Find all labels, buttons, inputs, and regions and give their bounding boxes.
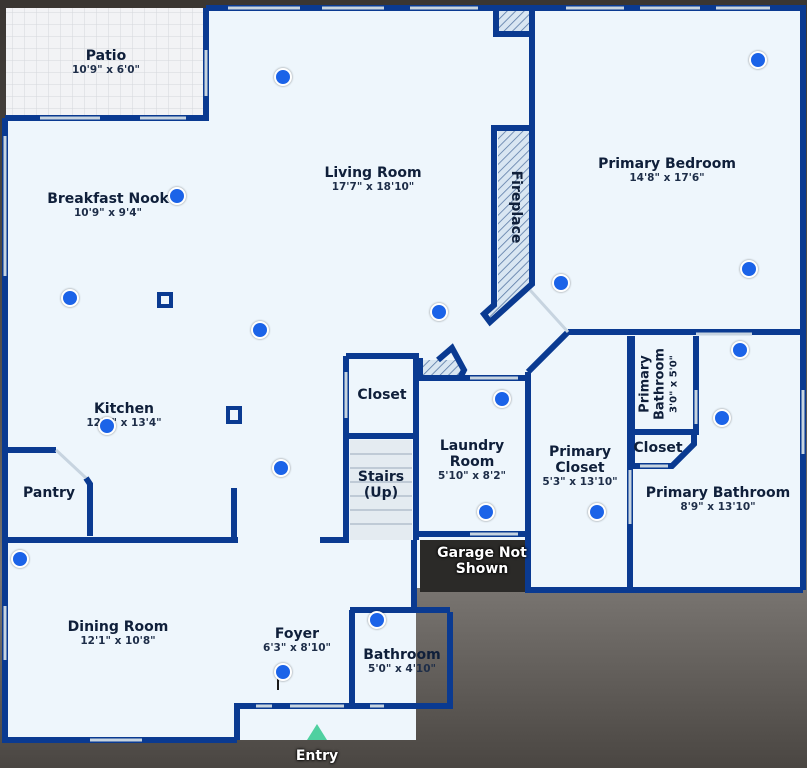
room-dimensions: 8'9" x 13'10" <box>680 501 756 514</box>
room-name: Primary Bedroom <box>598 155 736 172</box>
closet-label: Closet <box>357 387 406 403</box>
breakfast-nook-label: Breakfast Nook 10'9" x 9'4" <box>47 191 169 219</box>
room-name: Dining Room <box>67 618 169 635</box>
room-name: Garage Not Shown <box>437 544 527 577</box>
primary-bedroom-label: Primary Bedroom 14'8" x 17'6" <box>598 156 736 184</box>
viewpoint-marker-icon[interactable] <box>588 503 606 521</box>
viewpoint-marker-icon[interactable] <box>98 417 116 435</box>
viewpoint-marker-icon[interactable] <box>713 409 731 427</box>
primary-bath-small-label: Primary Bathroom 3'0" x 5'0" <box>637 343 680 425</box>
entry-marker-icon <box>307 724 327 740</box>
room-dimensions: 17'7" x 18'10" <box>331 181 415 194</box>
room-name: Kitchen <box>93 400 155 417</box>
viewpoint-marker-icon[interactable] <box>552 274 570 292</box>
room-dimensions: 6'3" x 8'10" <box>263 642 331 655</box>
room-name: Closet <box>357 386 407 403</box>
room-dimensions: 10'9" x 6'0" <box>72 64 140 77</box>
room-dimensions: 14'8" x 17'6" <box>629 172 705 185</box>
entry-text: Entry <box>295 747 339 764</box>
doors <box>54 288 752 690</box>
patio-label: Patio 10'9" x 6'0" <box>72 48 140 76</box>
stairs-area <box>350 440 412 540</box>
garage-label: Garage Not Shown <box>434 545 530 577</box>
room-dimensions: 3'0" x 5'0" <box>668 355 680 413</box>
room-name: Laundry Room <box>439 437 505 470</box>
bathroom-label: Bathroom 5'0" x 4'10" <box>363 647 441 675</box>
laundry-room-label: Laundry Room 5'10" x 8'2" <box>432 438 512 482</box>
fireplace-label: Fireplace <box>508 170 524 244</box>
viewpoint-marker-icon[interactable] <box>272 459 290 477</box>
viewpoint-marker-icon[interactable] <box>251 321 269 339</box>
viewpoint-marker-icon[interactable] <box>477 503 495 521</box>
room-name: Primary Bathroom <box>645 484 791 501</box>
pantry-label: Pantry <box>23 485 75 501</box>
room-dimensions: 5'0" x 4'10" <box>368 663 436 676</box>
viewpoint-marker-icon[interactable] <box>749 51 767 69</box>
closet-2-label: Closet <box>633 440 682 456</box>
viewpoint-marker-icon[interactable] <box>740 260 758 278</box>
room-name: Breakfast Nook <box>47 190 169 207</box>
room-name: Patio <box>85 47 127 64</box>
room-name: Pantry <box>22 484 76 501</box>
room-name: Living Room <box>324 164 422 181</box>
entry-label: Entry <box>296 748 338 764</box>
primary-closet-label: Primary Closet 5'3" x 13'10" <box>542 444 617 488</box>
windows <box>3 6 805 742</box>
room-name: Foyer <box>274 625 320 642</box>
chimney-hatch <box>498 10 532 32</box>
room-dimensions: 10'9" x 9'4" <box>74 207 142 220</box>
viewpoint-marker-icon[interactable] <box>430 303 448 321</box>
living-room-label: Living Room 17'7" x 18'10" <box>324 165 421 193</box>
fireplace-hatch <box>490 130 530 320</box>
foyer-label: Foyer 6'3" x 8'10" <box>263 626 331 654</box>
stair-treads <box>350 453 412 525</box>
viewpoint-marker-icon[interactable] <box>493 390 511 408</box>
kitchen-columns <box>157 292 242 424</box>
room-dimensions: 5'10" x 8'2" <box>438 470 506 483</box>
viewpoint-marker-icon[interactable] <box>11 550 29 568</box>
viewpoint-marker-icon[interactable] <box>274 663 292 681</box>
patio-floor <box>6 8 206 118</box>
viewpoint-marker-icon[interactable] <box>168 187 186 205</box>
primary-bathroom-label: Primary Bathroom 8'9" x 13'10" <box>646 485 790 513</box>
stairs-label: Stairs (Up) <box>356 469 406 501</box>
viewpoint-marker-icon[interactable] <box>274 68 292 86</box>
viewpoint-marker-icon[interactable] <box>61 289 79 307</box>
viewpoint-marker-icon[interactable] <box>368 611 386 629</box>
column-hatch <box>420 360 460 378</box>
room-dimensions: 5'3" x 13'10" <box>542 476 618 489</box>
room-dimensions: 12'1" x 10'8" <box>80 635 156 648</box>
room-name: Primary Bathroom <box>637 348 668 420</box>
viewpoint-marker-icon[interactable] <box>731 341 749 359</box>
dining-room-label: Dining Room 12'1" x 10'8" <box>68 619 169 647</box>
room-name: Stairs (Up) <box>357 468 405 501</box>
room-name: Primary Closet <box>548 443 612 476</box>
room-name: Bathroom <box>363 646 441 663</box>
room-name: Closet <box>633 439 683 456</box>
